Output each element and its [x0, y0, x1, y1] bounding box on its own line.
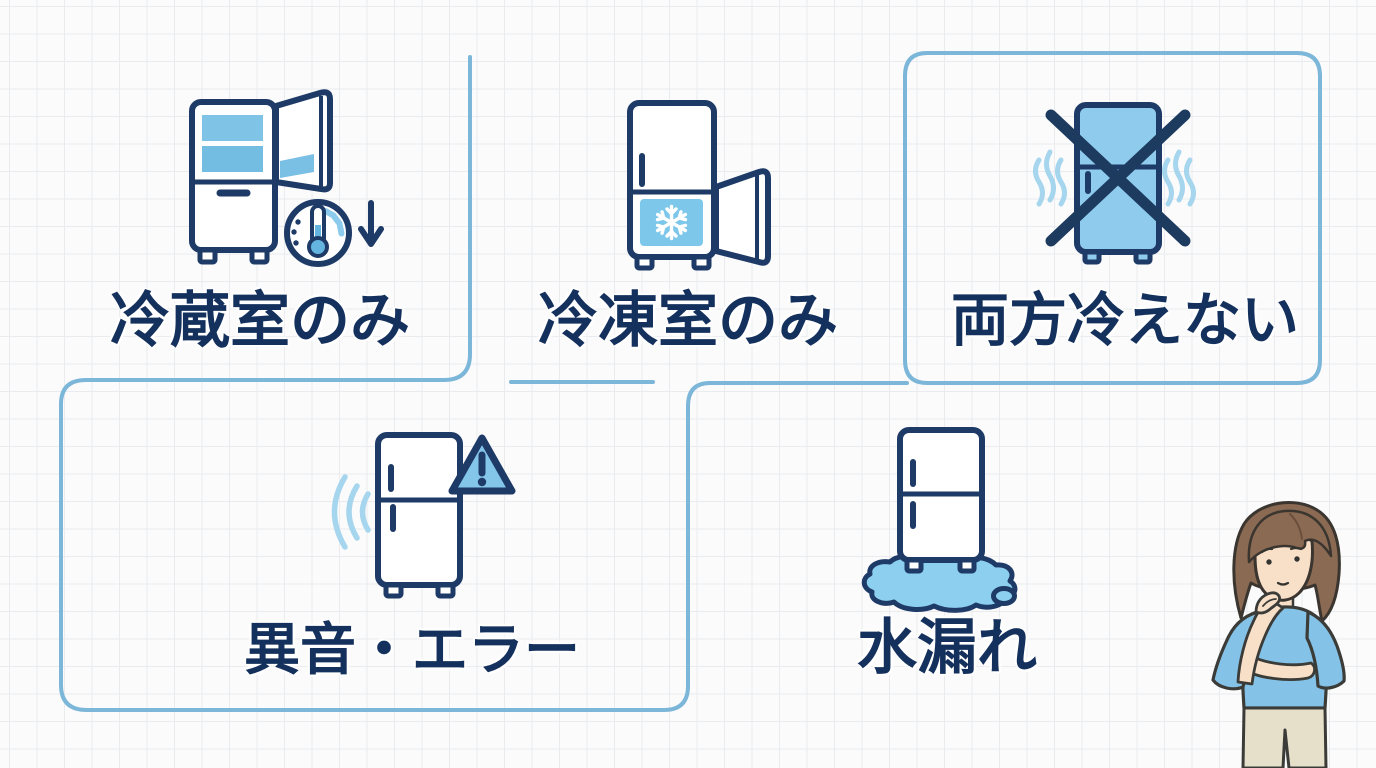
fridge-door-panel: [280, 154, 314, 178]
heat-wave-lines: [1033, 149, 1196, 207]
fridge-foot-left: [197, 247, 218, 265]
fridge-shelf-top: [202, 115, 263, 141]
section-label-noise-error: 異音・エラー: [244, 618, 580, 681]
fridge-cooling-down-icon: [189, 89, 384, 267]
section-label-water-leak: 水漏れ: [857, 614, 1037, 681]
woman-hand-on-chin: [1254, 591, 1281, 615]
sound-wave-arcs: [331, 474, 371, 550]
section-label-fridge-room-only: 冷蔵室のみ: [110, 287, 410, 354]
panel-border-right-box: [903, 51, 1322, 385]
section-label-both-not-cooling: 両方冷えない: [950, 288, 1299, 353]
woman-eyebrow-left: [1260, 547, 1274, 554]
thinking-woman-illustration: [1211, 501, 1346, 768]
freezer-open-door: [713, 168, 771, 266]
panel-border-snake: [59, 55, 712, 712]
freezer-foot-right: [691, 254, 712, 271]
woman-hair-strand: [1289, 513, 1303, 540]
water-droplet-blob: [991, 586, 1017, 606]
warm-fridge-foot-right: [1133, 249, 1153, 265]
leak-fridge-foot-right: [957, 557, 977, 574]
freezer-foot-left: [634, 254, 655, 271]
noise-fridge-foot-right: [435, 582, 456, 599]
woman-mouth: [1276, 581, 1290, 586]
thermometer-liquid: [315, 225, 321, 243]
fridge-not-cooling-icon: [1033, 102, 1196, 265]
woman-pants: [1241, 706, 1328, 768]
freezer-open-door-icon: [627, 100, 771, 271]
leak-fridge-foot-left: [904, 557, 924, 574]
panel-borders: [59, 51, 1322, 712]
gauge-dot: [291, 229, 297, 235]
cross-out-x-icon: [1045, 109, 1191, 247]
woman-shirt-sleeve-right: [1305, 610, 1346, 690]
noise-fridge-body: [375, 432, 463, 588]
gauge-blue-arc-ticks: [322, 208, 345, 237]
noise-fridge-foot-left: [383, 582, 404, 599]
gauge-dot: [293, 240, 299, 246]
woman-finger-line: [1262, 598, 1277, 607]
thermometer-bulb: [307, 236, 329, 258]
warning-exclamation-dot: [477, 477, 487, 487]
down-arrow-icon: [358, 200, 384, 247]
woman-eyebrow-right: [1289, 546, 1303, 551]
section-label-freezer-room-only: 冷凍室のみ: [538, 287, 838, 354]
gauge-dot: [295, 219, 301, 225]
fridge-shelf-bottom: [202, 146, 263, 172]
woman-eye-left: [1266, 559, 1272, 565]
woman-eye-right: [1294, 556, 1300, 562]
fridge-water-leak-icon: [861, 427, 1018, 613]
fridge-foot-right: [249, 247, 270, 265]
snowflake-icon: [655, 204, 688, 241]
fridge-noise-error-icon: [331, 432, 516, 599]
warm-fridge-foot-left: [1082, 249, 1102, 265]
